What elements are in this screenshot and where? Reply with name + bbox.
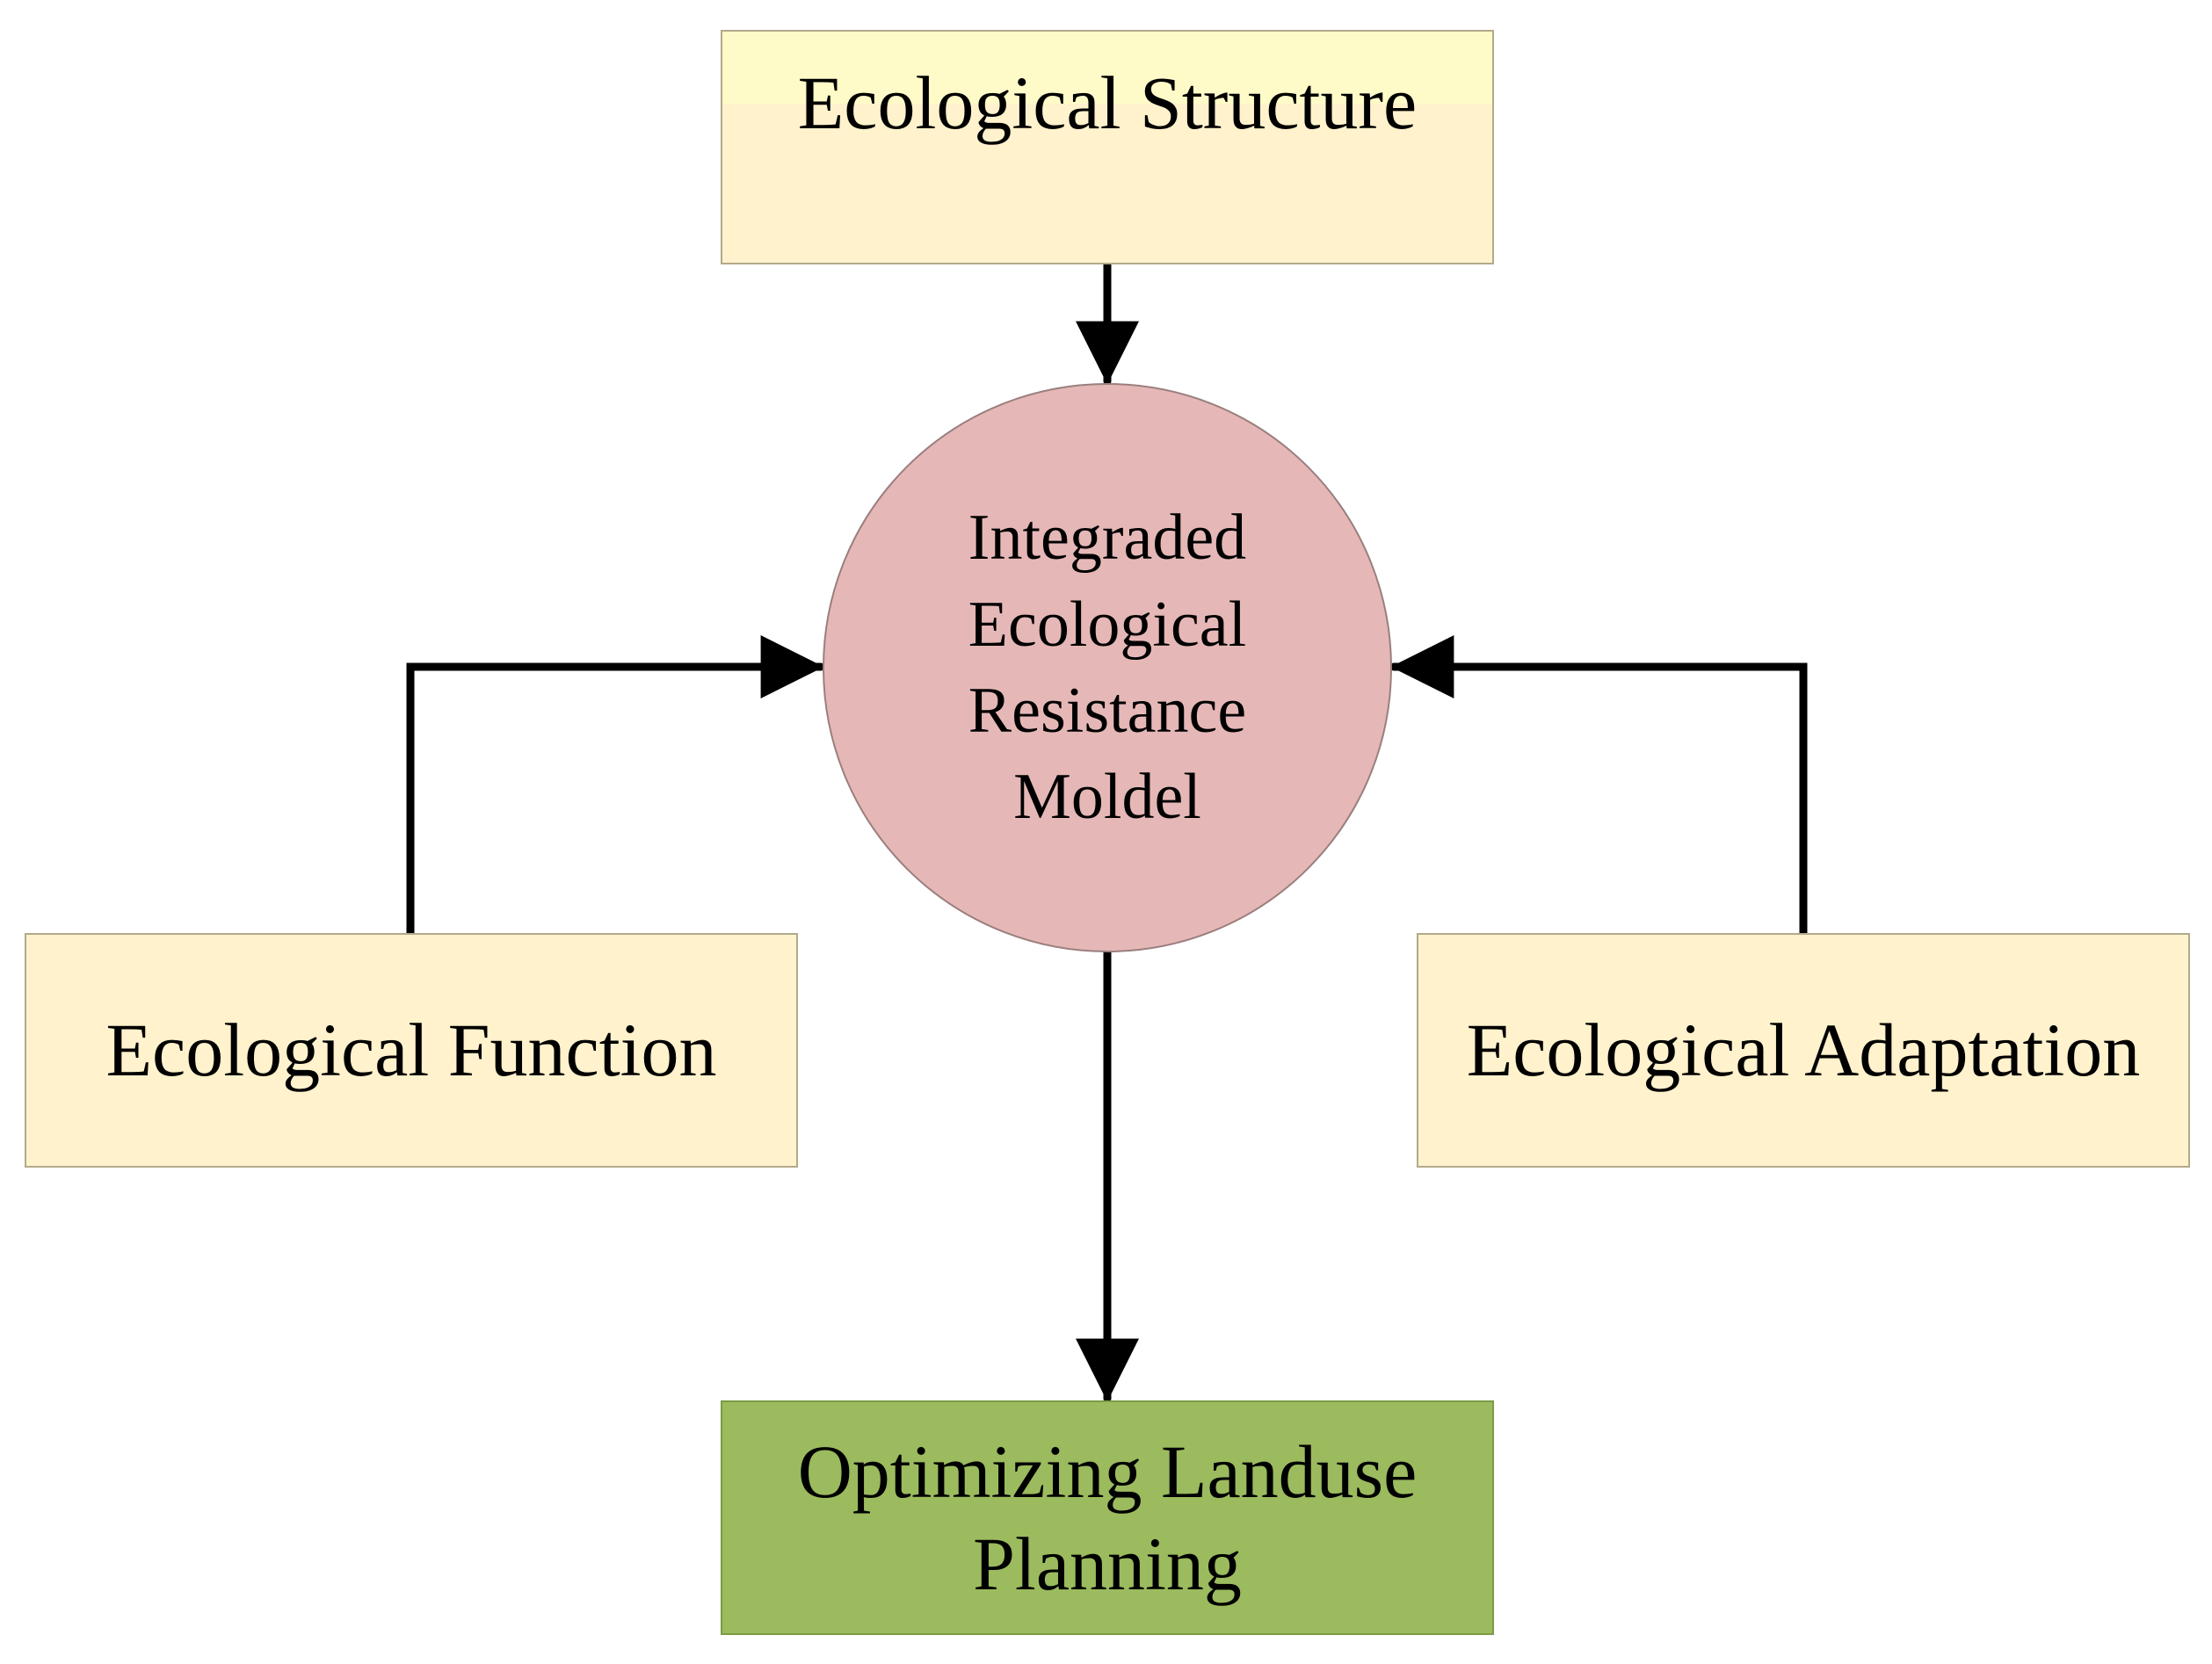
ecological-adaptation-label: Ecological Adaptation: [1466, 1007, 2141, 1092]
landuse-planning-box: Optimizing Landuse Planning: [721, 1400, 1494, 1635]
integrated-model-label: Integraded Ecological Resistance Moldel: [968, 502, 1247, 834]
ecological-structure-label: Ecological Structure: [797, 61, 1418, 145]
integrated-model-circle: Integraded Ecological Resistance Moldel: [823, 383, 1392, 952]
landuse-planning-label: Optimizing Landuse Planning: [797, 1429, 1418, 1606]
arrow-adaptation-to-model: [1389, 635, 1808, 937]
ecological-function-label: Ecological Function: [105, 1007, 717, 1092]
ecological-structure-box: Ecological Structure: [721, 30, 1494, 264]
ecological-function-box: Ecological Function: [25, 933, 798, 1168]
arrow-function-to-model: [406, 635, 825, 937]
ecological-adaptation-box: Ecological Adaptation: [1417, 933, 2190, 1168]
